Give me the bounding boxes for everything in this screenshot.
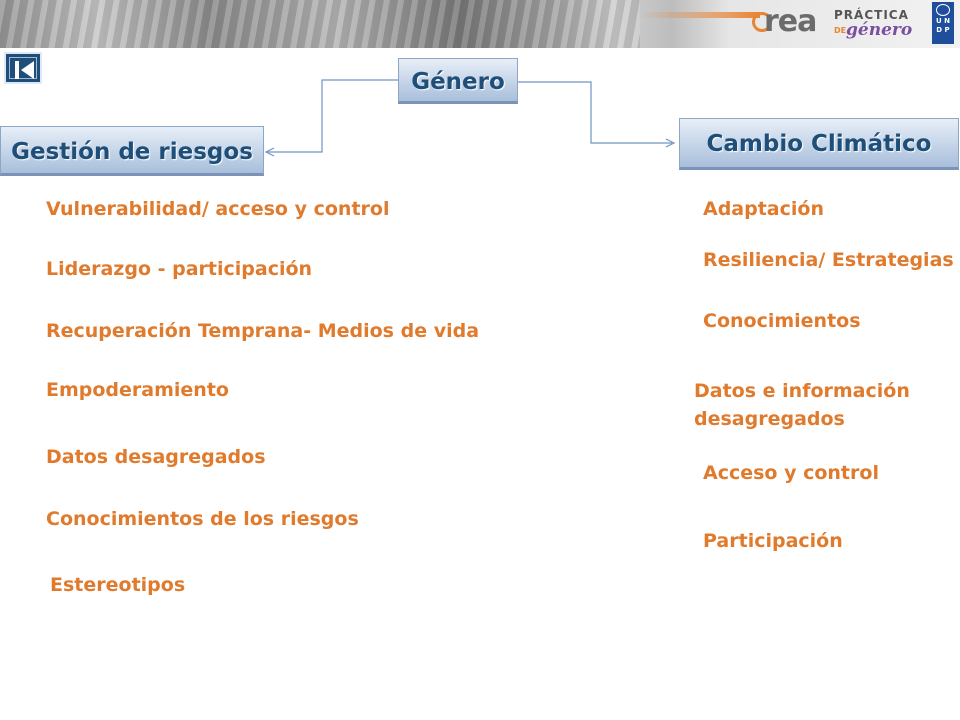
left-item-liderazgo: Liderazgo - participación: [46, 258, 313, 280]
logo-practica: PRÁCTICA: [834, 8, 909, 22]
right-item-datos-informacion: Datos e información desagregados: [694, 380, 910, 430]
logo-genero: género: [846, 20, 913, 40]
logo-de: DE: [834, 26, 847, 35]
right-item-adaptacion: Adaptación: [703, 198, 824, 220]
header-banner: rea PRÁCTICA DE género U N D P: [0, 0, 960, 48]
logo-gender-symbol-icon: [752, 12, 772, 32]
left-item-conocimientos-riesgos: Conocimientos de los riesgos: [46, 508, 359, 530]
back-button[interactable]: [4, 52, 42, 84]
undp-label: U N D P: [936, 17, 950, 34]
connector-genero-to-cambio: [518, 81, 672, 144]
banner-accent-line: [640, 12, 760, 18]
cambio-climatico-box: Cambio Climático: [679, 118, 959, 170]
right-item-participacion: Participación: [703, 530, 843, 552]
un-globe-icon: [936, 4, 950, 16]
genero-box: Género: [398, 58, 518, 104]
left-item-empoderamiento: Empoderamiento: [46, 379, 229, 401]
left-item-vulnerabilidad: Vulnerabilidad/ acceso y control: [46, 198, 390, 220]
connector-genero-to-gestion: [268, 79, 398, 153]
left-item-datos-desagregados: Datos desagregados: [46, 446, 266, 468]
arrow-head-right: [665, 138, 676, 148]
undp-logo: U N D P: [932, 2, 954, 44]
left-item-recuperacion: Recuperación Temprana- Medios de vida: [46, 320, 480, 342]
logo-wordmark: rea: [764, 4, 817, 39]
right-item-conocimientos: Conocimientos: [703, 310, 861, 332]
right-item-acceso-control: Acceso y control: [703, 462, 879, 484]
back-icon: [9, 57, 37, 79]
left-item-estereotipos: Estereotipos: [50, 574, 186, 596]
gestion-de-riesgos-box: Gestión de riesgos: [0, 126, 264, 176]
right-item-resiliencia: Resiliencia/ Estrategias: [703, 249, 954, 271]
banner-photo-strip: [0, 0, 640, 48]
arrow-head-left: [264, 147, 275, 157]
